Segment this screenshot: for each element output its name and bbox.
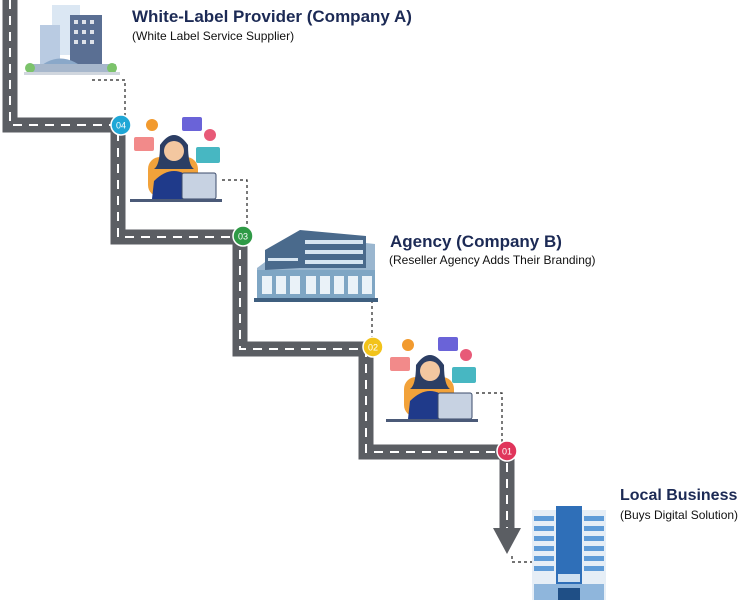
svg-text:02: 02 <box>368 343 378 353</box>
agency-title: Agency (Company B) <box>390 232 562 251</box>
office-building-icon <box>24 5 120 75</box>
connector-lines <box>92 79 538 563</box>
provider-title: White-Label Provider (Company A) <box>132 7 412 26</box>
road-arrow-icon <box>493 528 521 554</box>
agency-subtitle: (Reseller Agency Adds Their Branding) <box>389 253 596 267</box>
support-agent-icon <box>130 117 222 202</box>
svg-text:03: 03 <box>238 232 248 242</box>
step-badge-02: 02 <box>362 336 384 358</box>
local-business-title: Local Business <box>620 487 738 504</box>
svg-text:04: 04 <box>116 121 126 131</box>
local-business-subtitle: (Buys Digital Solution) <box>620 508 739 522</box>
svg-text:01: 01 <box>502 447 512 457</box>
apartment-building-icon <box>254 230 378 302</box>
step-badge-03: 03 <box>232 225 254 247</box>
step-badge-01: 01 <box>496 440 518 462</box>
provider-subtitle: (White Label Service Supplier) <box>132 29 295 43</box>
skyscraper-icon <box>532 506 606 600</box>
support-agent-icon <box>386 337 478 422</box>
step-badge-04: 04 <box>110 114 132 136</box>
road <box>2 0 515 530</box>
